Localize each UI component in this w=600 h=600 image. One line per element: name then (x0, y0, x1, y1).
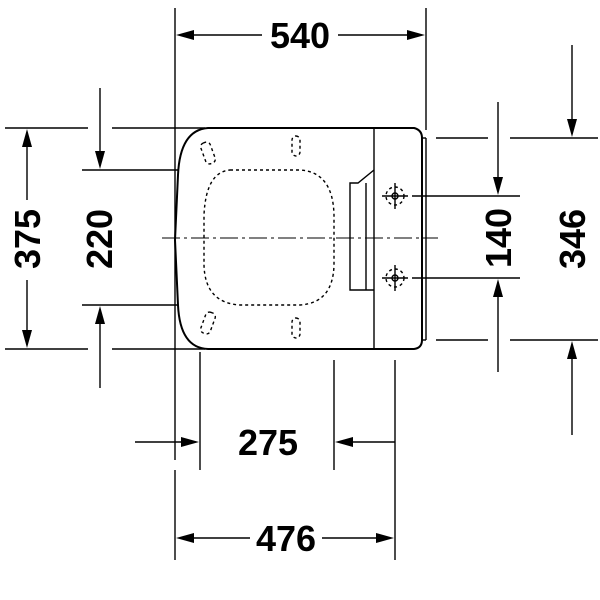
dimension-220: 220 (79, 88, 120, 388)
dimension-346: 346 (552, 45, 593, 435)
dimension-375: 375 (7, 129, 48, 348)
dimension-375-label: 375 (7, 209, 48, 269)
extension-lines (5, 8, 598, 560)
dimension-540-label: 540 (270, 15, 330, 56)
fixing-point-top (382, 183, 408, 209)
dimension-346-label: 346 (552, 209, 593, 269)
dimension-540: 540 (176, 15, 425, 56)
fixing-point-bottom (382, 265, 408, 291)
seat-bumper-slots (199, 135, 301, 339)
dimension-476: 476 (176, 518, 394, 559)
dimension-220-label: 220 (79, 209, 120, 269)
dimension-275: 275 (135, 422, 395, 463)
seat-opening-outline (203, 169, 335, 306)
dimension-476-label: 476 (256, 518, 316, 559)
dimension-140-label: 140 (478, 208, 519, 268)
dimension-140: 140 (478, 102, 519, 372)
dimension-275-label: 275 (238, 422, 298, 463)
